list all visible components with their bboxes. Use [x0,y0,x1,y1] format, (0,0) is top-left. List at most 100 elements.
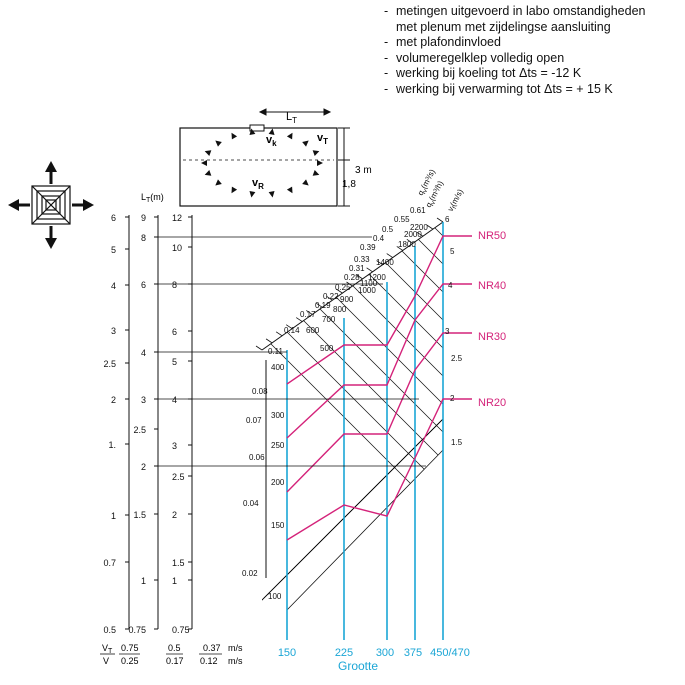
scale-label: 8 [141,233,146,243]
note-item: met plafondinvloed [384,35,645,51]
nr-label: NR20 [478,397,506,409]
airflow-arrow [215,140,222,147]
scale-label: 4 [111,281,116,291]
size-lines [286,222,444,640]
grid-lower-border [286,449,444,611]
qv-m3s-label: 0.61 [410,206,426,215]
scale-label: 0.75 [172,625,190,635]
diagonal-tick [336,288,343,294]
scale-label: 1.5 [133,510,146,520]
vr-label: vR [252,177,264,191]
scale-label: 5 [111,245,116,255]
size-label: 150 [278,647,296,659]
scale-label: 10 [172,243,182,253]
scale-label: 2.5 [172,472,185,482]
nr-curve [286,332,472,493]
diagonal-tick [416,231,424,237]
qv-m3h-label: 400 [271,363,285,372]
size-label: 450/470 [430,647,470,659]
scale-label: 3 [141,395,146,405]
footer-fraction-numerator: VT [102,643,113,655]
qv-m3h-label: 2200 [410,223,428,232]
airflow-arrow [302,179,309,186]
diagonal-tick [396,246,403,251]
diagonal-tick [436,217,444,223]
scale-label: 6 [172,327,177,337]
airflow-arrows [201,128,323,198]
lt-dimension-label: LT [286,111,297,125]
diagonal-tick [255,345,263,351]
scale-label: 0.5 [103,625,116,635]
footer-value-bottom-3: 0.12 [200,656,218,666]
qv-m3s-label: 0.08 [252,387,268,396]
qv-m3h-label: 300 [271,411,285,420]
diagonal-tick [275,331,283,337]
vf-label: 1.5 [451,438,463,447]
scale-label: 0.75 [128,625,146,635]
qv-m3s-label: 0.07 [246,416,262,425]
footer-fraction-denominator: V [103,656,109,666]
size-label: 375 [404,647,422,659]
nr-curve [286,283,472,439]
qv-m3h-label: 1000 [358,286,376,295]
vf-label: 5 [450,247,455,256]
diagonal-tick [386,253,393,258]
diagonal-tick [356,274,363,280]
arrow-up-icon [45,161,57,184]
scale-label: 4 [172,395,177,405]
vf-label: 3 [445,327,450,336]
airflow-arrow [201,160,207,166]
airflow-arrow [215,179,222,186]
airflow-arrow [317,160,323,166]
scale-label: 4 [141,348,146,358]
scale-label: 3 [111,326,116,336]
vf-label: 2 [450,394,455,403]
size-label: 225 [335,647,353,659]
airflow-arrow [204,150,212,156]
qv-m3h-label: 600 [306,326,320,335]
nr-label: NR50 [478,230,506,242]
diagonal-tick [285,324,293,329]
diagonal-tick [366,267,373,273]
qv-m3h-label: 1800 [398,240,416,249]
qv-m3s-label: 0.55 [394,215,410,224]
grid-line [303,292,443,474]
scale-label: 0.7 [103,558,116,568]
scale-label: 1 [111,511,116,521]
footer-value-top-3: 0.37 [203,643,221,653]
qv-m3s-label: 0.28 [344,273,360,282]
note-item: werking bij verwarming tot Δts = + 15 K [384,82,645,98]
scale-label: 1 [172,576,177,586]
diagonal-tick [406,239,414,244]
vf-label: 2.5 [451,354,463,363]
qv-m3s-label: 0.33 [354,255,370,264]
reference-lines [158,236,426,467]
footer-unit-bottom: m/s [228,656,243,666]
scale-label: 6 [141,280,146,290]
scale-label: 1. [108,440,116,450]
scale-label: 2 [111,395,116,405]
qv-m3s-label: 0.25 [335,283,351,292]
footer-value-top-1: 0.75 [121,643,139,653]
qv-m3s-label: 0.06 [249,453,265,462]
room-section [179,108,350,207]
qv-m3s-label: 0.14 [284,326,300,335]
vk-label: vk [266,134,277,148]
airflow-arrow [286,132,293,140]
qv-m3s-label: 0.19 [315,301,331,310]
vf-label: 6 [445,215,450,224]
qv-m3s-label: 0.39 [360,243,376,252]
arrow-down-icon [45,226,57,249]
grid-line [403,277,443,459]
nr-curve [286,398,472,541]
qv-m3h-label: 150 [271,521,285,530]
nr-label: NR30 [478,331,506,343]
footer-unit-top: m/s [228,643,243,653]
size-label: 300 [376,647,394,659]
airflow-arrow [312,150,320,156]
airflow-arrow [312,170,320,176]
scale-label: 8 [172,280,177,290]
scale-label: 9 [141,213,146,223]
